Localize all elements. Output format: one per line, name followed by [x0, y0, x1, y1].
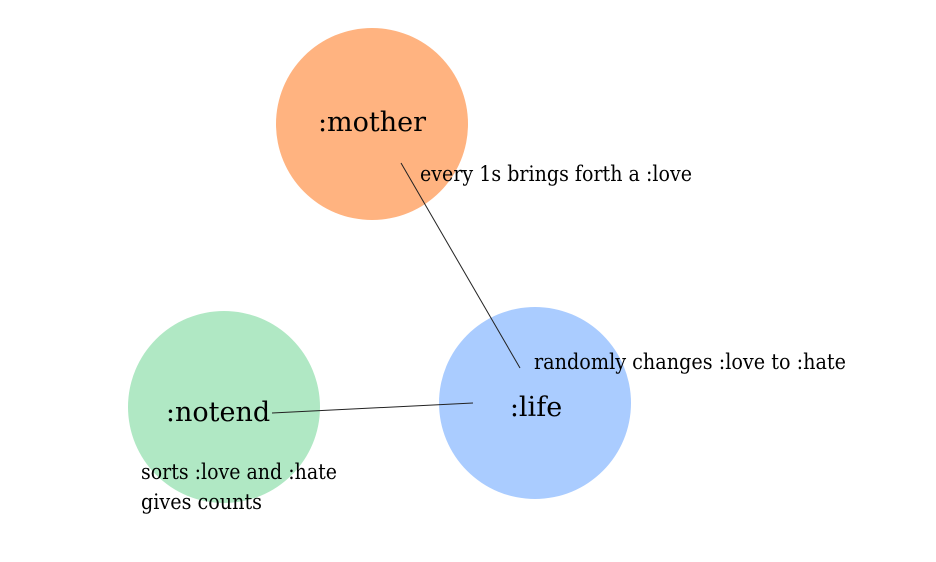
annotation-notend-line2: gives counts [141, 490, 262, 514]
edge-notend-to-life [271, 402, 474, 414]
annotation-notend-line1: sorts :love and :hate [141, 460, 337, 484]
node-notend-label: :notend [166, 397, 270, 428]
node-life-label: :life [510, 392, 562, 423]
node-mother-circle [276, 28, 468, 220]
node-mother-label: :mother [318, 107, 426, 138]
node-notend-circle [128, 311, 320, 503]
annotation-mother: every 1s brings forth a :love [420, 162, 692, 186]
node-life-circle [439, 307, 631, 499]
annotation-life: randomly changes :love to :hate [534, 350, 846, 374]
edge-mother-to-life [400, 162, 521, 369]
